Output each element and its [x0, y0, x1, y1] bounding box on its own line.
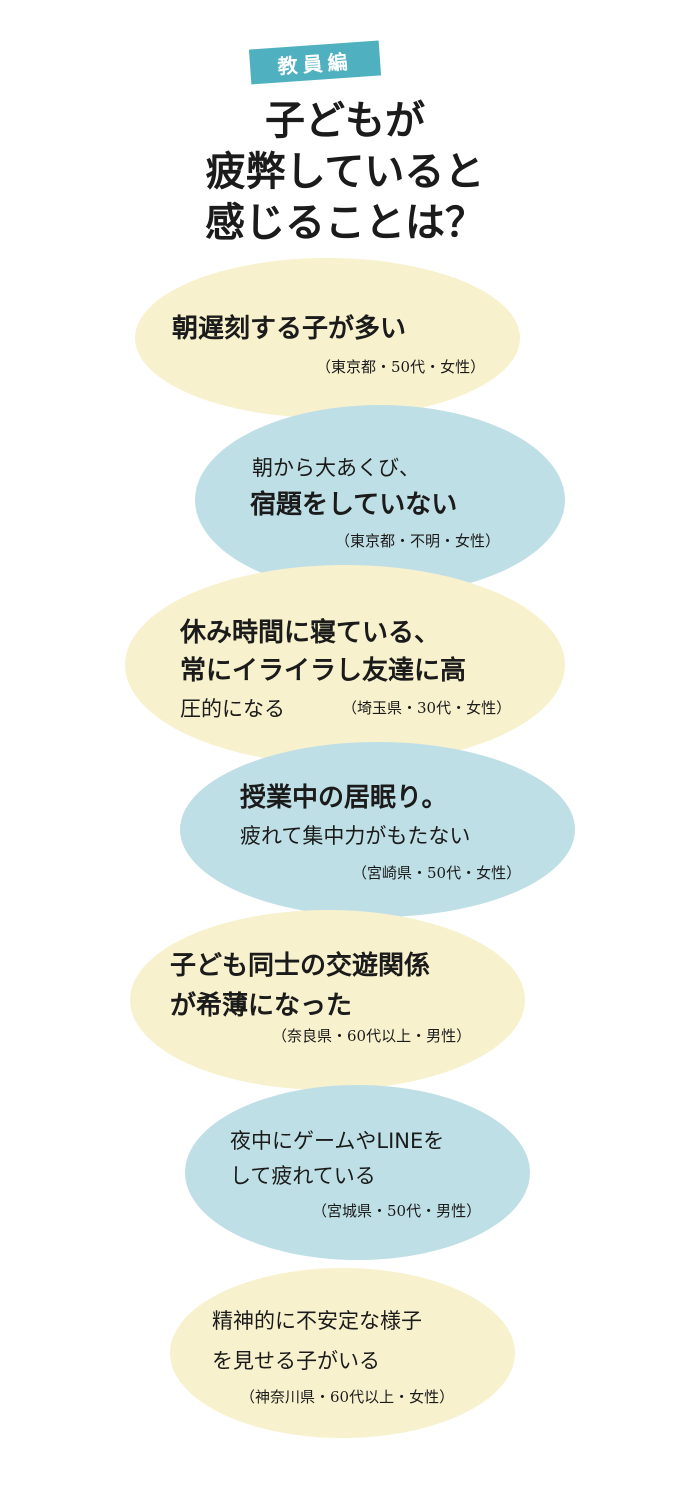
- comment-text: を見せる子がいる: [212, 1349, 380, 1373]
- comment-bubble: [195, 405, 565, 595]
- comment-text: が希薄になった: [170, 991, 353, 1021]
- comment-text: 朝遅刻する子が多い: [172, 314, 407, 344]
- comment-text: して疲れている: [230, 1164, 376, 1188]
- comment-source: （奈良県・60代以上・男性）: [272, 1027, 472, 1045]
- comment-text: 精神的に不安定な様子: [212, 1309, 422, 1333]
- comment-source: （宮城県・50代・男性）: [312, 1202, 482, 1220]
- comment-bubble: [170, 1268, 515, 1438]
- comment-text: 夜中にゲームやLINEを: [230, 1129, 445, 1153]
- title-line: 子どもが: [265, 98, 425, 144]
- comment-text: 圧的になる: [180, 697, 285, 721]
- comment-text: 宿題をしていない: [250, 490, 458, 520]
- comment-source: （埼玉県・30代・女性）: [342, 699, 512, 717]
- comment-source: （神奈川県・60代以上・女性）: [240, 1388, 455, 1406]
- comment-bubble: [135, 258, 520, 418]
- comment-text: 疲れて集中力がもたない: [240, 824, 471, 848]
- comment-text: 常にイライラし友達に高: [180, 656, 467, 686]
- comment-text: 授業中の居眠り。: [240, 783, 448, 813]
- comment-source: （東京都・不明・女性）: [335, 532, 501, 550]
- title-line: 疲弊していると: [205, 149, 485, 195]
- page-title: 子どもが 疲弊していると 感じることは？: [150, 96, 540, 249]
- comment-source: （宮崎県・50代・女性）: [352, 864, 522, 882]
- comment-bubble: [125, 565, 565, 765]
- category-tag-label: 教員編: [276, 49, 354, 79]
- comment-text: 子ども同士の交遊関係: [170, 951, 431, 981]
- comment-text: 朝から大あくび、: [252, 456, 420, 480]
- comment-bubble: [130, 910, 525, 1090]
- title-line: 感じることは？: [205, 200, 485, 246]
- category-tag: 教員編: [248, 40, 382, 85]
- comment-source: （東京都・50代・女性）: [316, 358, 486, 376]
- comment-bubble: [180, 742, 575, 917]
- comment-text: 休み時間に寝ている、: [180, 618, 441, 648]
- comment-bubble: [185, 1085, 530, 1260]
